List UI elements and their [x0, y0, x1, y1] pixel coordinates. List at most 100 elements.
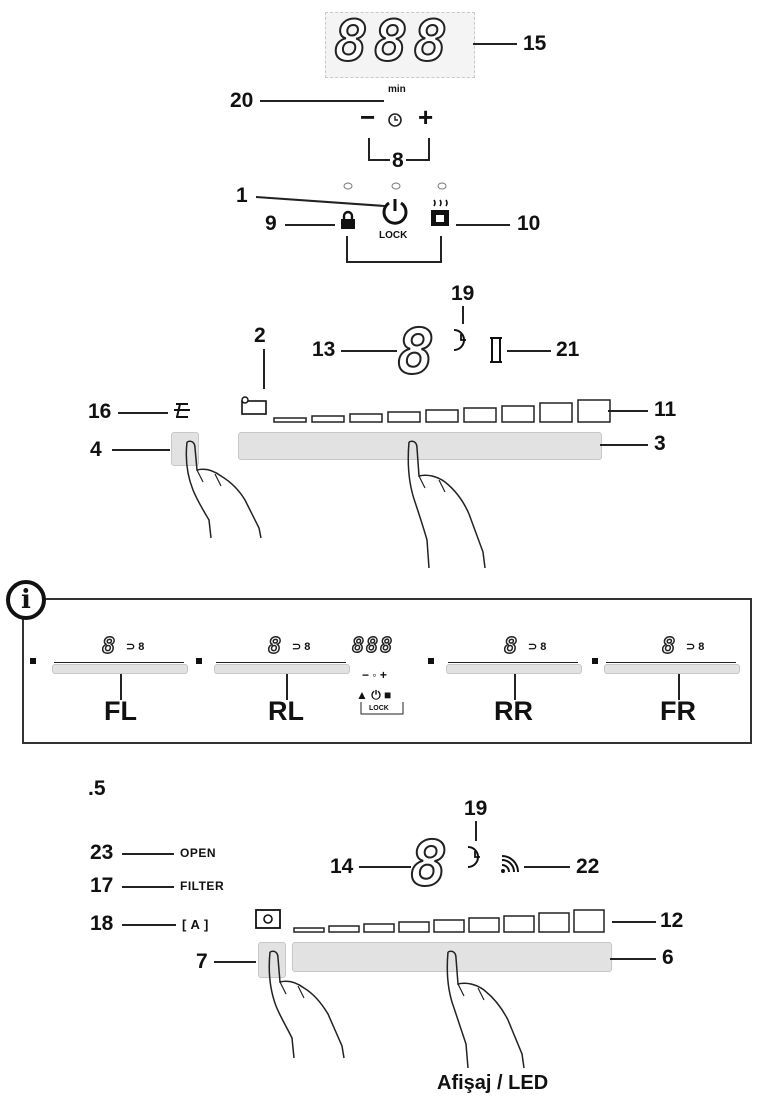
- callout-6: 6: [662, 946, 674, 969]
- callout-10: 10: [517, 212, 541, 235]
- zone-rl-slider[interactable]: [214, 664, 350, 674]
- callout-19-bottom: 19: [464, 797, 488, 820]
- section-marker: .5: [88, 777, 106, 800]
- footer-caption: Afişaj / LED: [437, 1072, 549, 1094]
- callout-1: 1: [236, 184, 248, 207]
- zone-rr: 8 ⊃ 8 RR: [428, 633, 598, 730]
- callout-22: 22: [576, 855, 600, 878]
- info-center-digits: 888: [351, 632, 395, 658]
- zone-fl-bars: [54, 654, 184, 663]
- zone-rl-leader: [286, 674, 288, 700]
- zone-fr-slider[interactable]: [604, 664, 740, 674]
- zone-fr-icons: ⊃ 8: [686, 641, 705, 653]
- hood-select-button[interactable]: [258, 942, 286, 978]
- leader-20: [260, 100, 384, 102]
- leader-15: [473, 43, 517, 45]
- zone-rr-slider[interactable]: [446, 664, 582, 674]
- leader-10: [456, 224, 510, 226]
- lock-label: LOCK: [379, 230, 408, 241]
- zone-rr-bars: [448, 654, 578, 663]
- lock-icon[interactable]: [340, 210, 356, 230]
- callout-21: 21: [556, 338, 580, 361]
- leader-19-top: [462, 306, 464, 324]
- hand-pointer-icon: [185, 440, 262, 539]
- zone-fl-icons: ⊃ 8: [126, 641, 145, 653]
- leader-2: [263, 349, 265, 389]
- hood-filter-label: FILTER: [180, 879, 225, 893]
- info-center-controls: ▲ ⏻ ■: [356, 688, 392, 702]
- hood-slider[interactable]: [292, 942, 612, 972]
- zone-rl-bars: [216, 654, 346, 663]
- callout-9: 9: [265, 212, 277, 235]
- leader-7: [214, 961, 256, 963]
- callout-7: 7: [196, 950, 208, 973]
- zone-fr-bars: [606, 654, 736, 663]
- zone-rr-icons: ⊃ 8: [528, 641, 547, 653]
- timer-icon[interactable]: [385, 110, 405, 130]
- timer-display-digits: 888: [333, 9, 454, 75]
- zone-fl: 8 ⊃ 8 FL: [30, 633, 200, 730]
- callout-17: 17: [90, 874, 114, 897]
- hood-select-icon[interactable]: [254, 908, 282, 930]
- callout-12: 12: [660, 909, 684, 932]
- bridge-icon: [490, 337, 502, 363]
- callout-15: 15: [523, 32, 547, 55]
- callout-11: 11: [654, 398, 677, 421]
- power-slider[interactable]: [238, 432, 602, 460]
- info-center-timer: − ◦ +: [362, 668, 387, 682]
- leader-4: [112, 449, 170, 451]
- timer-minus-button[interactable]: −: [360, 102, 376, 132]
- leader-22: [524, 866, 570, 868]
- zone-fr-leader: [678, 674, 680, 700]
- info-panel: [22, 598, 752, 744]
- leader-1: [255, 196, 386, 208]
- hood-level-bars: [293, 909, 605, 933]
- callout-20: 20: [230, 89, 254, 112]
- zone-rl-digit: 8: [267, 633, 282, 660]
- zone-fl-indicator: [30, 658, 36, 664]
- timer-display-frame: [325, 12, 475, 78]
- leader-16: [118, 412, 168, 414]
- zone-select-icon[interactable]: [240, 396, 268, 416]
- hand-pointer-icon-hood: [268, 950, 345, 1059]
- zone-fr-digit: 8: [661, 633, 676, 660]
- callout-13: 13: [312, 338, 336, 361]
- hand-pointer-icon-hood-slider: [446, 950, 525, 1069]
- zone-rl-indicator: [196, 658, 202, 664]
- leader-14: [359, 866, 411, 868]
- leader-12: [612, 921, 656, 923]
- hood-open-label: OPEN: [180, 846, 217, 860]
- zone-fl-label: FL: [104, 696, 137, 726]
- callout-8: 8: [390, 149, 406, 172]
- zone-fr: 8 ⊃ 8 FR: [592, 633, 750, 730]
- zone-fl-slider[interactable]: [52, 664, 188, 674]
- leader-13: [341, 350, 397, 352]
- info-center-lock: LOCK: [369, 705, 389, 712]
- hand-pointer-icon-slider: [407, 440, 486, 569]
- leader-9: [285, 224, 335, 226]
- leader-23: [122, 853, 174, 855]
- callout-19-top: 19: [451, 282, 475, 305]
- zone-rr-indicator: [428, 658, 434, 664]
- pot-icon[interactable]: [428, 198, 452, 230]
- zone-fl-leader: [120, 674, 122, 700]
- hood-auto-label: [ A ]: [182, 917, 209, 932]
- leader-3: [600, 444, 648, 446]
- zone-rr-digit: 8: [503, 633, 518, 660]
- zone-timer-icon: [453, 329, 466, 351]
- callout-23: 23: [90, 841, 114, 864]
- zone-fr-indicator: [592, 658, 598, 664]
- eco-button[interactable]: [171, 432, 199, 466]
- eco-icon: [174, 403, 190, 418]
- info-center-bracket: [360, 702, 404, 715]
- zone-rl-icons: ⊃ 8: [292, 641, 311, 653]
- power-level-bars: [273, 399, 611, 423]
- leader-18: [122, 924, 176, 926]
- zone-rl-label: RL: [268, 696, 304, 726]
- leader-17: [122, 886, 174, 888]
- lock-bracket: [346, 236, 442, 263]
- timer-plus-button[interactable]: +: [418, 102, 434, 132]
- zone-rr-label: RR: [494, 696, 533, 726]
- power-icon[interactable]: [380, 196, 410, 226]
- hood-timer-icon: [467, 846, 480, 868]
